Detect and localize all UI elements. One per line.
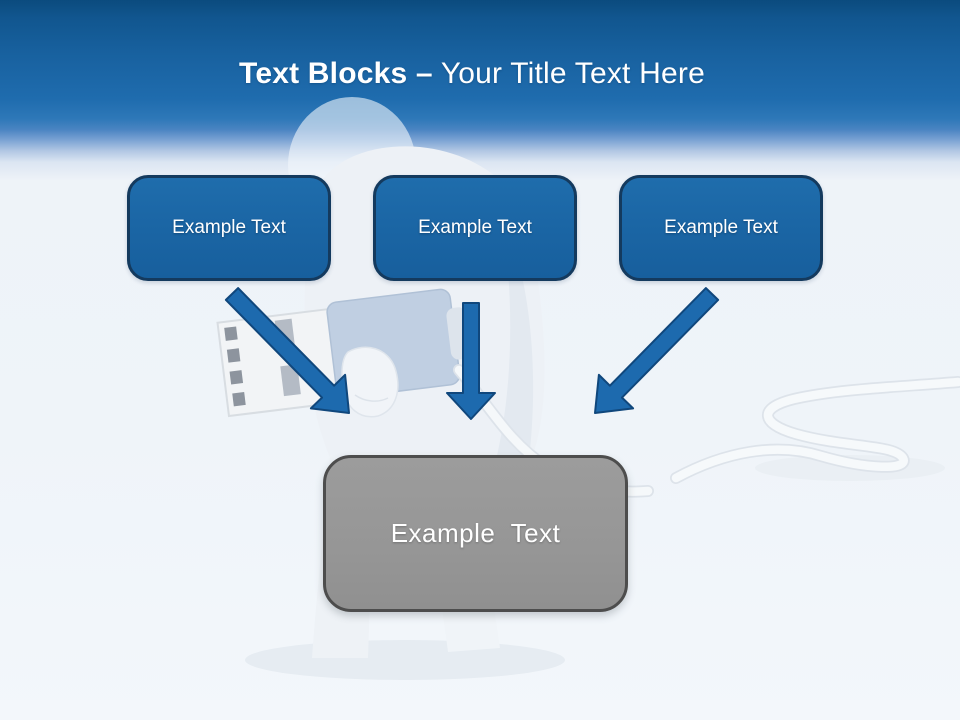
text-block-1-label: Example Text — [172, 217, 286, 238]
arrow-diagonal-down-left — [594, 287, 720, 414]
arrow-diagonal-down-right — [224, 287, 350, 414]
usb-plug-illustration — [216, 288, 471, 418]
text-block-2: Example Text — [373, 175, 577, 281]
slide-title-bold: Text Blocks – — [239, 57, 433, 90]
slide-title: Text Blocks – Your Title Text Here — [0, 57, 944, 90]
text-block-3-label: Example Text — [664, 217, 778, 238]
result-block: Example Text — [323, 455, 628, 612]
text-block-2-label: Example Text — [418, 217, 532, 238]
slide-title-regular: Your Title Text Here — [440, 57, 705, 90]
result-block-label: Example Text — [390, 518, 561, 548]
hand-illustration — [341, 346, 399, 418]
text-block-1: Example Text — [127, 175, 331, 281]
arrow-straight-down — [446, 302, 496, 420]
header-banner — [0, 0, 960, 180]
text-block-3: Example Text — [619, 175, 823, 281]
